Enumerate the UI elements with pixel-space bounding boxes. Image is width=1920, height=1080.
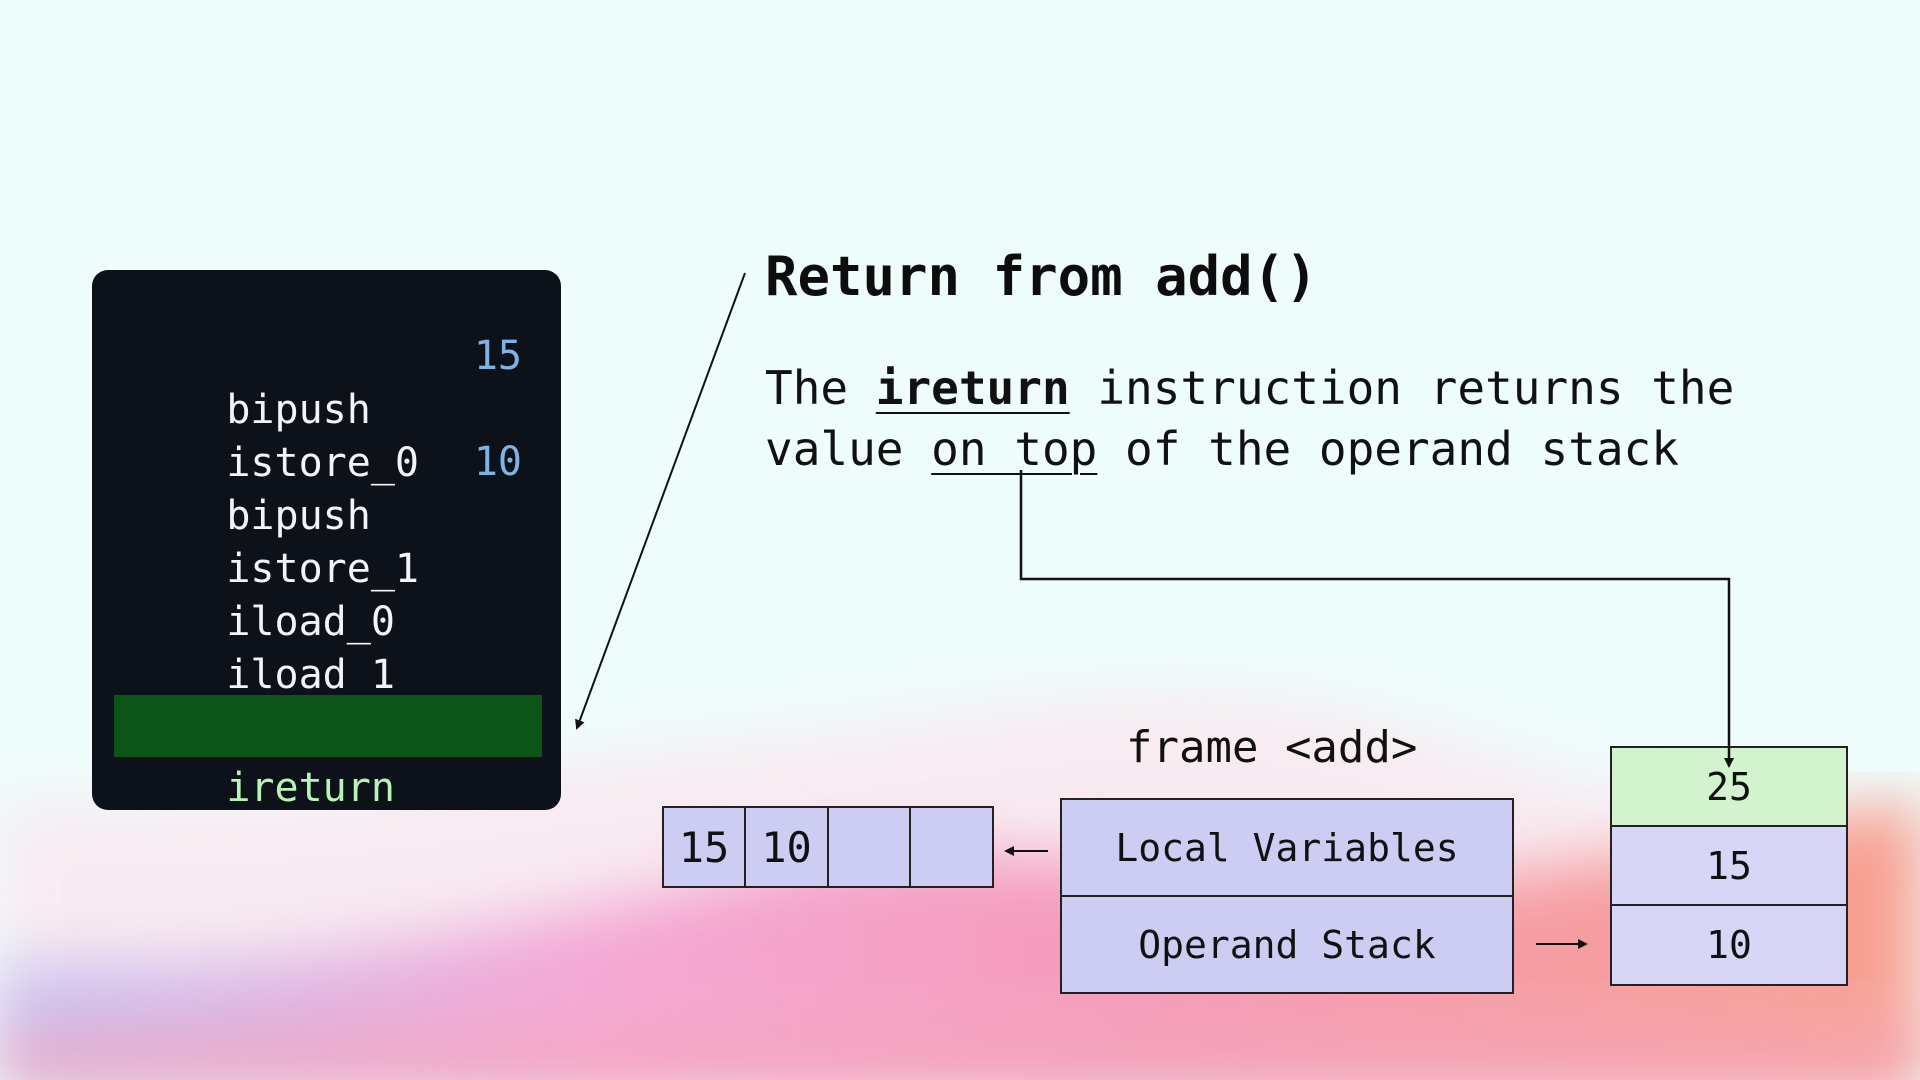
code-op: bipush xyxy=(226,387,371,433)
code-arg: 10 xyxy=(473,439,522,485)
code-op: istore_0 xyxy=(226,440,419,486)
code-op: ireturn xyxy=(226,765,395,811)
stack-cell: 15 xyxy=(1610,825,1848,906)
code-line: bipush 10 xyxy=(130,435,522,539)
code-line: iload_0 xyxy=(130,541,522,645)
local-var-cell: 15 xyxy=(662,806,746,888)
stack-cell: 10 xyxy=(1610,904,1848,986)
local-var-cell xyxy=(909,806,994,888)
desc-text: instruction returns the xyxy=(1069,361,1735,415)
code-op: iload_0 xyxy=(226,599,395,645)
description-line-2: value on top of the operand stack xyxy=(765,419,1734,480)
desc-text: value xyxy=(765,422,932,476)
local-var-cell xyxy=(827,806,911,888)
operand-stack-box: Operand Stack xyxy=(1060,895,1514,994)
code-line: bipush 15 xyxy=(130,329,522,433)
local-variables-label: Local Variables xyxy=(1115,825,1459,870)
desc-text: The xyxy=(765,361,876,415)
bytecode-panel: bipush 15 istore_0 bipush 10 istore_1 iloa… xyxy=(92,270,561,811)
code-op: bipush xyxy=(226,493,371,539)
frame-title: frame <add> xyxy=(1126,722,1418,773)
desc-emphasis: on top xyxy=(931,422,1098,476)
code-op: istore_1 xyxy=(226,546,419,592)
code-op: iload_1 xyxy=(226,652,395,698)
code-arg: 15 xyxy=(473,333,522,379)
description-line-1: The ireturn instruction returns the xyxy=(765,358,1734,419)
code-line: iload_1 xyxy=(130,594,522,698)
desc-keyword: ireturn xyxy=(875,361,1070,415)
code-line: istore_1 xyxy=(130,488,522,592)
slide-title: Return from add() xyxy=(765,245,1318,308)
desc-text: of the operand stack xyxy=(1097,422,1679,476)
operand-stack-label: Operand Stack xyxy=(1138,922,1436,967)
stack-cell-top: 25 xyxy=(1610,746,1848,827)
local-var-cell: 10 xyxy=(744,806,829,888)
code-line: istore_0 xyxy=(130,382,522,486)
code-line-active: ireturn xyxy=(114,695,542,811)
code-line: iadd xyxy=(130,647,522,751)
local-variables-box: Local Variables xyxy=(1060,798,1514,897)
